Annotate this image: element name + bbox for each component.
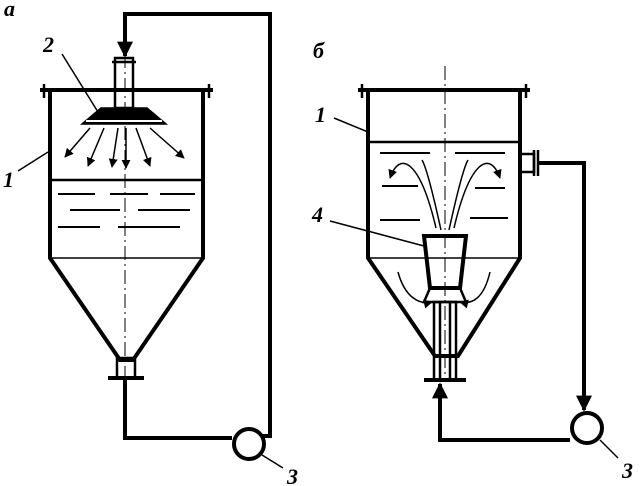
circulation-arrows	[388, 159, 502, 309]
pump-a	[232, 427, 266, 461]
variant-a-letter: а	[4, 0, 15, 21]
pump-b	[570, 411, 604, 445]
leaders-b	[329, 117, 619, 459]
scheme-b: б 1 4 3	[311, 38, 633, 483]
label-spray-head: 2	[42, 32, 54, 57]
label-ejector: 4	[311, 202, 323, 227]
scheme-a: а 2 1 3	[3, 0, 298, 486]
liquid-a	[50, 178, 203, 228]
label-vessel-a: 1	[3, 167, 14, 192]
variant-b-letter: б	[313, 38, 325, 63]
label-pump-b: 3	[621, 458, 633, 483]
vessel-b	[358, 84, 530, 358]
label-vessel-b: 1	[315, 102, 326, 127]
liquid-b	[368, 140, 520, 221]
spray-arrows	[64, 127, 185, 169]
spray-head-2	[79, 56, 169, 125]
label-pump-a: 3	[286, 464, 298, 486]
pipe-b	[432, 161, 592, 442]
ejector-4	[421, 234, 469, 382]
leaders-a	[17, 53, 284, 469]
side-nozzle	[518, 150, 540, 176]
vessel-a	[40, 84, 213, 380]
pipe-a	[117, 12, 272, 440]
